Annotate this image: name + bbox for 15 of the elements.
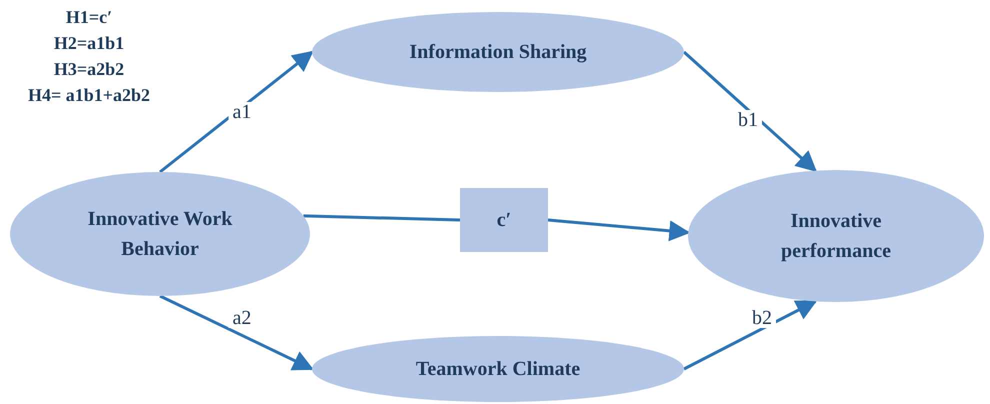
hypothesis-label: H1=c′ [66, 6, 112, 29]
node-label: Innovative Work Behavior [86, 207, 234, 262]
node-label: Information Sharing [409, 40, 587, 65]
node-label: c′ [496, 208, 512, 233]
arrow [683, 300, 818, 370]
hypothesis-label: H2=a1b1 [54, 32, 124, 56]
node-label: Teamwork Climate [416, 357, 580, 382]
path-box [460, 188, 548, 252]
arrow [159, 50, 314, 174]
arrow [683, 50, 817, 172]
node-label: Innovative performance [780, 209, 892, 264]
arrow [548, 218, 690, 242]
hypothesis-label: H4= a1b1+a2b2 [28, 84, 150, 108]
arrow [159, 294, 314, 370]
hypothesis-label: H3=a2b2 [54, 58, 124, 82]
